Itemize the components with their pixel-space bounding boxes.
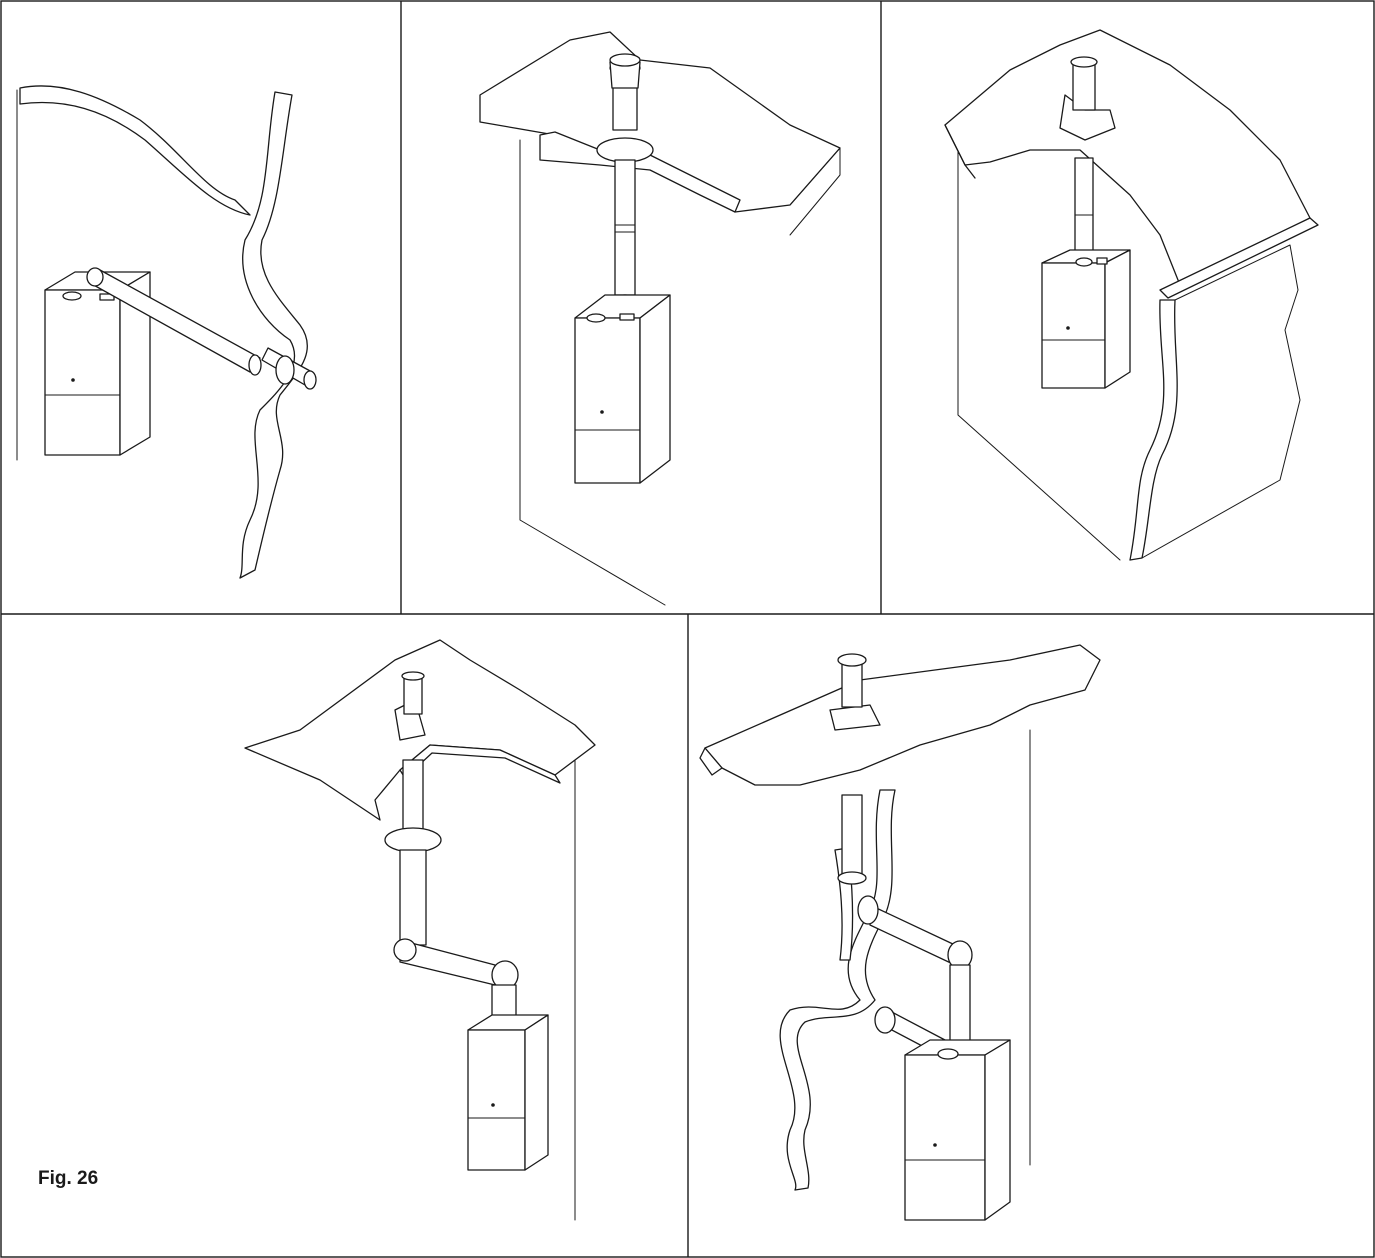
flat-roof-slab [479,31,841,236]
pitched-roof [944,29,1319,299]
offset-flue-pipe [384,671,519,1031]
wall-section [1129,244,1301,561]
wall-section [779,789,896,1191]
panel-vertical-pitched-roof-flue [944,29,1319,561]
horizontal-flue-pipe [86,267,317,390]
boiler [1041,249,1131,389]
boiler [904,1039,1011,1221]
panel-vertical-flat-roof-flue [479,31,841,606]
panel-twin-pipe-roof-flue [699,644,1101,1221]
wall-edge [957,149,1121,561]
wall-edge [519,139,666,606]
ceiling-section [19,85,251,216]
vertical-flue-pipe [1059,56,1116,254]
pitched-roof [699,644,1101,786]
figure-label: Fig. 26 [38,1168,99,1189]
panel-vertical-offset-pitched-roof-flue [244,639,596,1221]
boiler [44,271,151,456]
twin-flue-pipes [837,653,973,1059]
wall-section [239,91,309,579]
boiler [467,1014,549,1171]
vertical-flue-pipe [609,53,641,306]
panel-horizontal-wall-flue [16,85,317,579]
boiler [574,294,671,484]
